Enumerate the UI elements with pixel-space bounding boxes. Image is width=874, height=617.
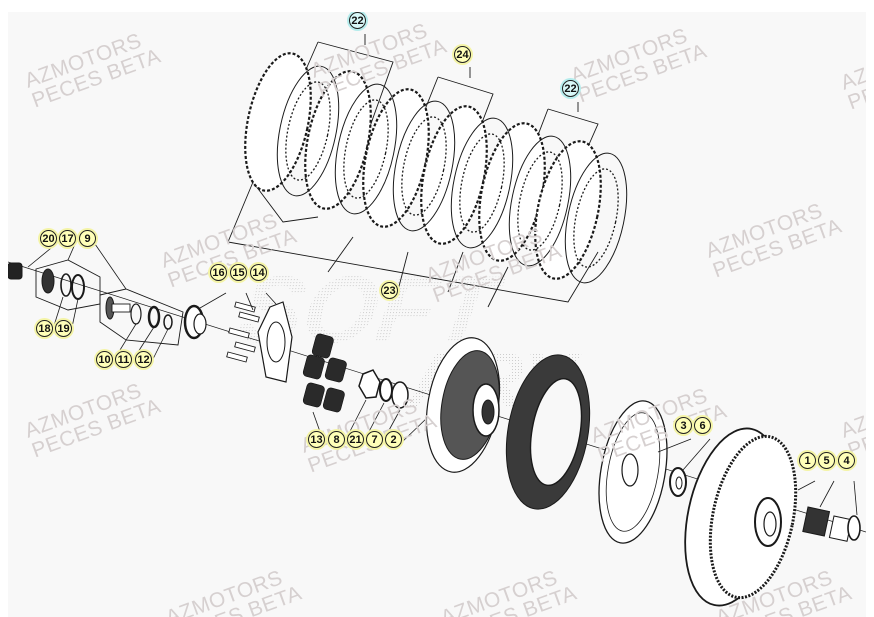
part-callout-11[interactable]: 11 bbox=[115, 351, 132, 368]
part-callout-22[interactable]: 22 bbox=[349, 12, 366, 29]
part-callout-22[interactable]: 22 bbox=[562, 80, 579, 97]
part-13-springs bbox=[302, 333, 347, 413]
nut-washers bbox=[312, 369, 429, 444]
part-callout-4[interactable]: 4 bbox=[838, 452, 855, 469]
part-5-needle-bearing bbox=[802, 480, 835, 537]
part-callout-10[interactable]: 10 bbox=[96, 351, 113, 368]
part-15-bolts bbox=[226, 292, 260, 363]
part-6-washer bbox=[669, 438, 711, 497]
clutch-pack-assembled bbox=[505, 354, 591, 510]
part-2-clutch-hub bbox=[425, 337, 501, 473]
part-callout-21[interactable]: 21 bbox=[347, 431, 364, 448]
part-callout-3[interactable]: 3 bbox=[675, 417, 692, 434]
part-callout-9[interactable]: 9 bbox=[79, 230, 96, 247]
part-callout-15[interactable]: 15 bbox=[230, 264, 247, 281]
part-callout-13[interactable]: 13 bbox=[308, 431, 325, 448]
part-callout-6[interactable]: 6 bbox=[694, 417, 711, 434]
part-callout-24[interactable]: 24 bbox=[454, 46, 471, 63]
part-callout-17[interactable]: 17 bbox=[59, 230, 76, 247]
diagram-canvas: SOFT ARV bbox=[8, 12, 866, 617]
part-callout-16[interactable]: 16 bbox=[210, 264, 227, 281]
part-14-pressure-plate bbox=[257, 292, 293, 383]
part-callout-14[interactable]: 14 bbox=[250, 264, 267, 281]
part-callout-1[interactable]: 1 bbox=[799, 452, 816, 469]
part-callout-23[interactable]: 23 bbox=[381, 282, 398, 299]
part-callout-2[interactable]: 2 bbox=[385, 431, 402, 448]
part-callout-8[interactable]: 8 bbox=[328, 431, 345, 448]
part-callout-20[interactable]: 20 bbox=[40, 230, 57, 247]
left-parts-group-a bbox=[8, 243, 101, 333]
part-4-bushing bbox=[828, 480, 861, 542]
clutch-plates bbox=[244, 52, 628, 284]
part-16-bearing bbox=[183, 292, 227, 340]
clutch-exploded-diagram: SOFT ARV bbox=[8, 34, 866, 607]
part-callout-18[interactable]: 18 bbox=[36, 320, 53, 337]
part-1-clutch-basket bbox=[684, 427, 816, 607]
part-callout-7[interactable]: 7 bbox=[366, 431, 383, 448]
part-callout-12[interactable]: 12 bbox=[135, 351, 152, 368]
part-3-pressure-disc bbox=[598, 400, 692, 544]
part-callout-19[interactable]: 19 bbox=[55, 320, 72, 337]
part-callout-5[interactable]: 5 bbox=[818, 452, 835, 469]
left-parts-group-b bbox=[94, 243, 184, 364]
